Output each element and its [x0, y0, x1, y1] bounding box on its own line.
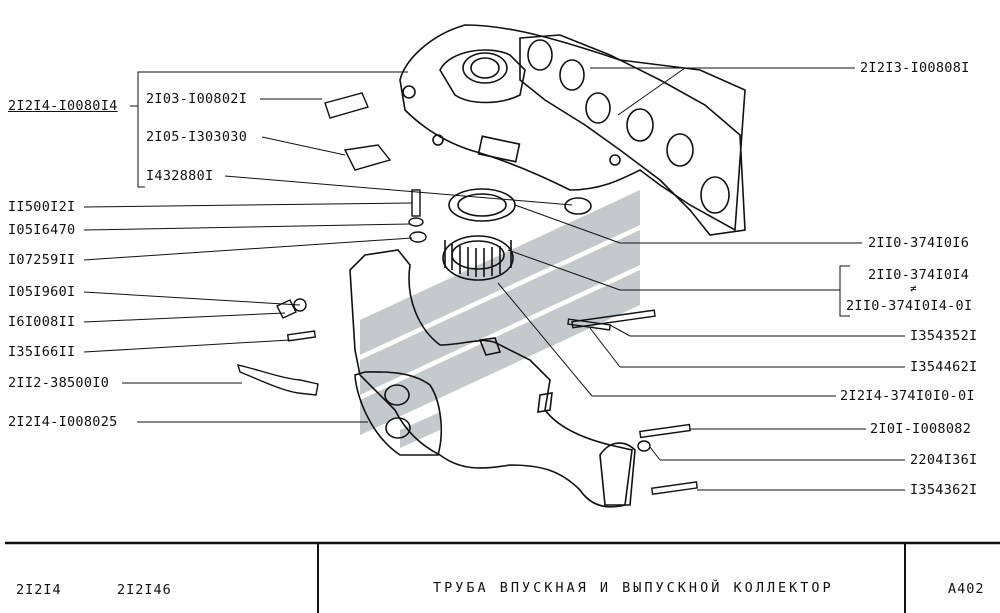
plug-cap: [564, 197, 592, 215]
label-2204I36I: 2204I36I: [910, 452, 978, 468]
label-2I2I4-374I0I0-0I: 2I2I4-374I0I0-0I: [840, 388, 975, 404]
label-2I2I4-I008025: 2I2I4-I008025: [8, 414, 118, 430]
footer-model-1: 2I2I4: [16, 582, 62, 598]
label-I05I6470: I05I6470: [8, 222, 76, 238]
label-I07259II: I07259II: [8, 252, 76, 268]
label-I354362I: I354362I: [910, 482, 978, 498]
label-2II0-374I0I4: 2II0-374I0I4: [868, 267, 970, 283]
exhaust-manifold: [399, 24, 746, 236]
label-2II0-374I0I6: 2II0-374I0I6: [868, 235, 970, 251]
small-parts: [237, 92, 698, 495]
label-I6I008II: I6I008II: [8, 314, 76, 330]
flange-ring: [442, 188, 516, 281]
leader-lines: [83, 67, 905, 491]
label-2II0-374I0I4-0I: 2II0-374I0I4-0I: [846, 298, 973, 314]
label-2I05-I303030: 2I05-I303030: [146, 129, 248, 145]
label-I354462I: I354462I: [910, 359, 978, 375]
intake-pipe: [349, 249, 636, 508]
label-2I2I3-I00808I: 2I2I3-I00808I: [860, 60, 970, 76]
not-equal-sign: ≠: [910, 282, 917, 295]
label-I05I960I: I05I960I: [8, 284, 76, 300]
label-2I0I-I008082: 2I0I-I008082: [870, 421, 972, 437]
footer-code: A402: [948, 581, 985, 597]
label-I432880I: I432880I: [146, 168, 214, 184]
label-I354352I: I354352I: [910, 328, 978, 344]
label-II500I2I: II500I2I: [8, 199, 76, 215]
watermark-logo: [360, 190, 640, 448]
footer-title: ТРУБА ВПУСКНАЯ И ВЫПУСКНОЙ КОЛЛЕКТОР: [433, 580, 834, 596]
label-2I03-I00802I: 2I03-I00802I: [146, 91, 248, 107]
footer-model-2: 2I2I46: [117, 582, 172, 598]
label-group-2I2I4-I0080I4: 2I2I4-I0080I4: [8, 98, 118, 114]
label-I35I66II: I35I66II: [8, 344, 76, 360]
label-2II2-38500I0: 2II2-38500I0: [8, 375, 110, 391]
exploded-parts-diagram: [83, 24, 905, 508]
title-block: [5, 541, 1000, 613]
